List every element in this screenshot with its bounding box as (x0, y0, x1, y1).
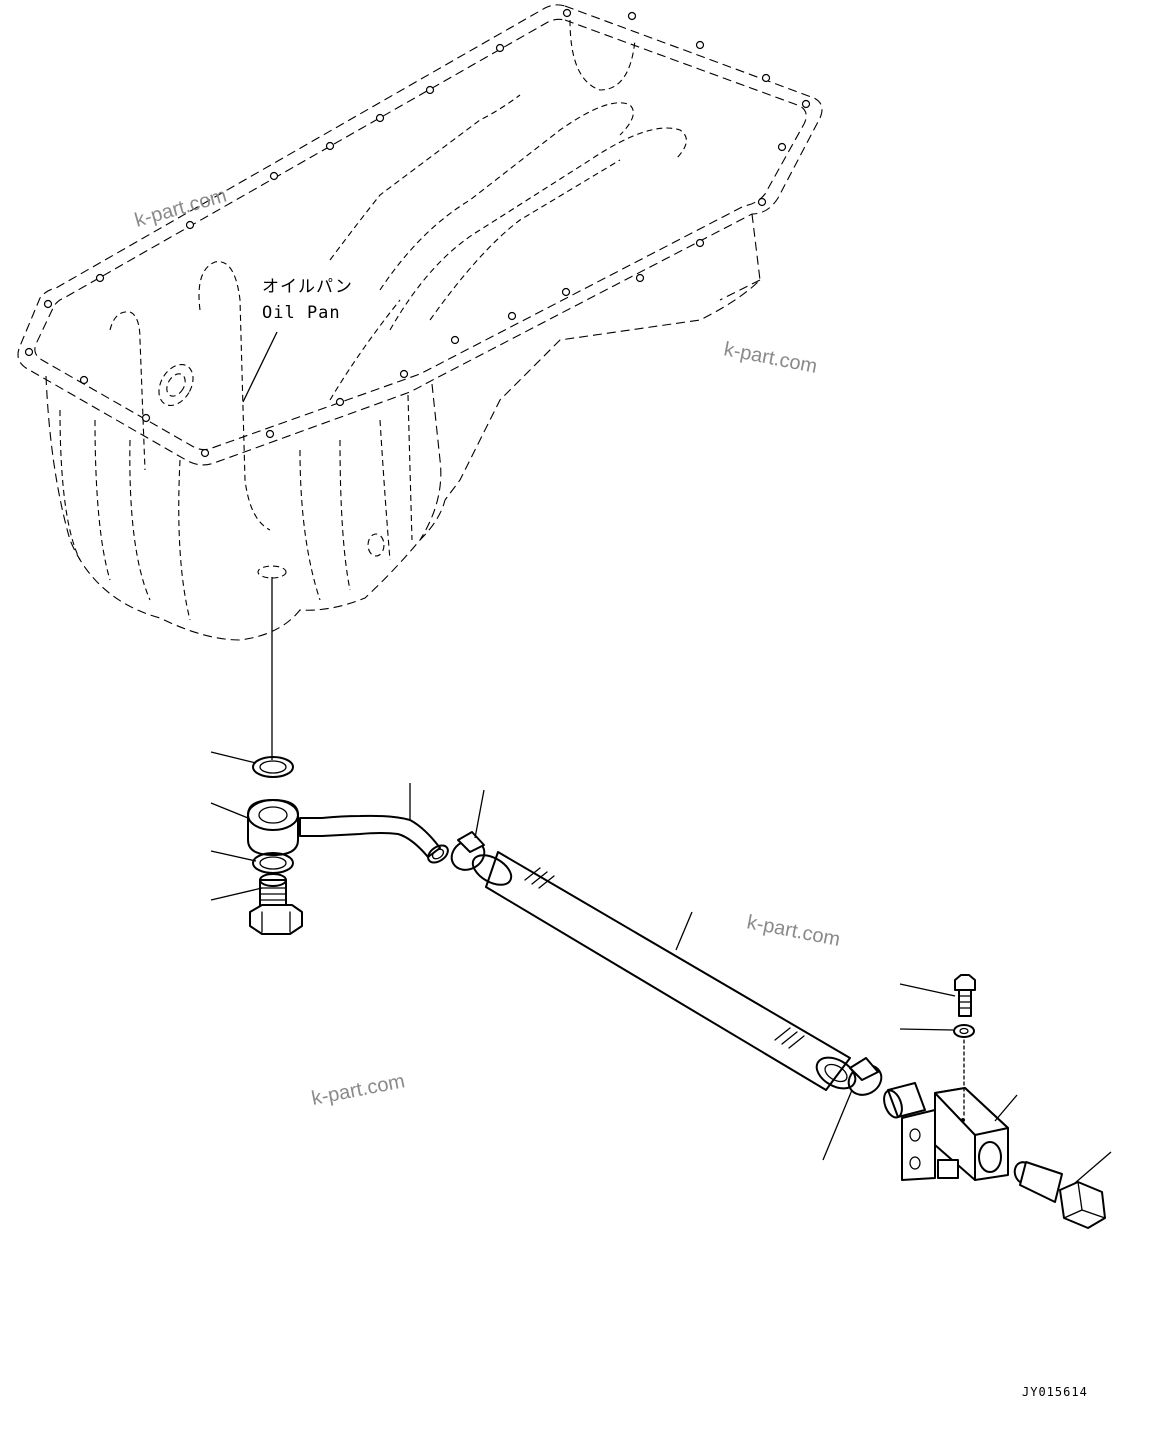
oil-pan-label-leader (242, 331, 278, 403)
drain-valve-block (883, 1082, 1018, 1181)
hose-clamp-1 (450, 789, 486, 871)
banjo-fitting-with-tube (210, 783, 449, 864)
watermark-3: k-part.com (745, 911, 842, 951)
oil-pan (17, 4, 823, 760)
watermark-1: k-part.com (132, 185, 229, 232)
drain-bolt (210, 873, 303, 935)
oil-pan-label-jp: オイルパン (262, 277, 353, 297)
drain-plug (1013, 1151, 1112, 1229)
flange-bolt-holes (24, 8, 811, 458)
gasket-lower (210, 850, 294, 874)
small-bolt (899, 974, 976, 1017)
hose (471, 851, 857, 1091)
drawing-code: JY015614 (1022, 1385, 1088, 1399)
small-washer (899, 1024, 975, 1119)
hose-clamp-2 (822, 1057, 883, 1161)
watermark-2: k-part.com (722, 338, 819, 378)
gasket-upper (210, 751, 294, 778)
watermark-4: k-part.com (310, 1070, 407, 1110)
oil-pan-label-en: Oil Pan (262, 303, 341, 323)
